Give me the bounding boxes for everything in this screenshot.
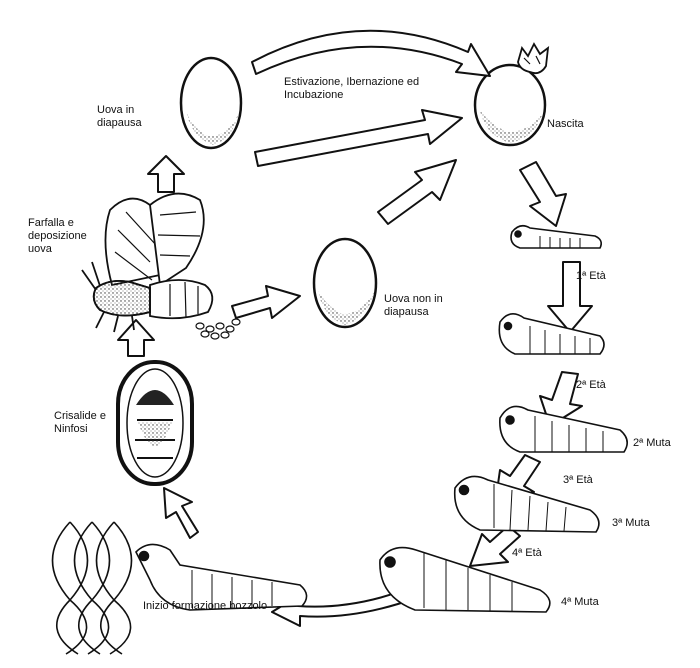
cycle-arrows xyxy=(117,29,593,627)
label-molt-2: 2ª Muta xyxy=(633,437,671,449)
arrow-moth-to-diapause xyxy=(147,155,185,193)
arrow-age2 xyxy=(539,371,583,427)
larva-age-5 xyxy=(379,546,551,613)
larva-age-4 xyxy=(453,475,600,533)
label-age-2: 2ª Età xyxy=(576,379,606,391)
laid-eggs xyxy=(195,318,241,340)
label-eggs-non-diapause: Uova non in diapausa xyxy=(384,293,443,318)
label-moth: Farfalla e deposizione uova xyxy=(28,217,87,255)
label-age-4: 4ª Età xyxy=(512,547,542,559)
label-estivation: Estivazione, Ibernazione ed Incubazione xyxy=(284,76,420,101)
moth-illustration xyxy=(81,192,214,333)
label-molt-3: 3ª Muta xyxy=(612,517,650,529)
arrow-estivation-curve xyxy=(251,29,491,77)
arrow-cocoon-to-pupa xyxy=(163,487,199,539)
larva-age-2 xyxy=(498,313,605,355)
label-molt-4: 4ª Muta xyxy=(561,596,599,608)
label-pupa: Crisalide e Ninfosi xyxy=(54,410,106,435)
arrow-hatch-to-larva1 xyxy=(519,161,567,227)
arrow-age1 xyxy=(547,261,593,333)
cocoon-net xyxy=(51,521,133,655)
arrow-egg-to-hatch xyxy=(377,159,457,225)
non-diapause-egg xyxy=(312,237,378,329)
label-cocoon-start: Inizio formazione bozzolo xyxy=(143,600,268,612)
hatching-egg xyxy=(473,42,550,147)
diapause-egg xyxy=(179,56,243,150)
label-hatching: Nascita xyxy=(547,118,584,130)
larva-spinning xyxy=(135,543,308,611)
larva-age-3 xyxy=(499,405,628,453)
larvae xyxy=(135,224,628,613)
pupa-illustration xyxy=(116,360,194,486)
arrow-pupa-to-moth xyxy=(117,319,155,357)
label-age-1: 1ª Età xyxy=(576,270,606,282)
arrow-moth-to-egg xyxy=(231,285,301,319)
label-eggs-diapause: Uova in diapausa xyxy=(97,104,142,129)
arrow-diapause-to-hatch xyxy=(254,109,463,167)
label-age-3: 3ª Età xyxy=(563,474,593,486)
larva-age-1 xyxy=(510,224,602,249)
arrow-age4 xyxy=(469,525,521,567)
